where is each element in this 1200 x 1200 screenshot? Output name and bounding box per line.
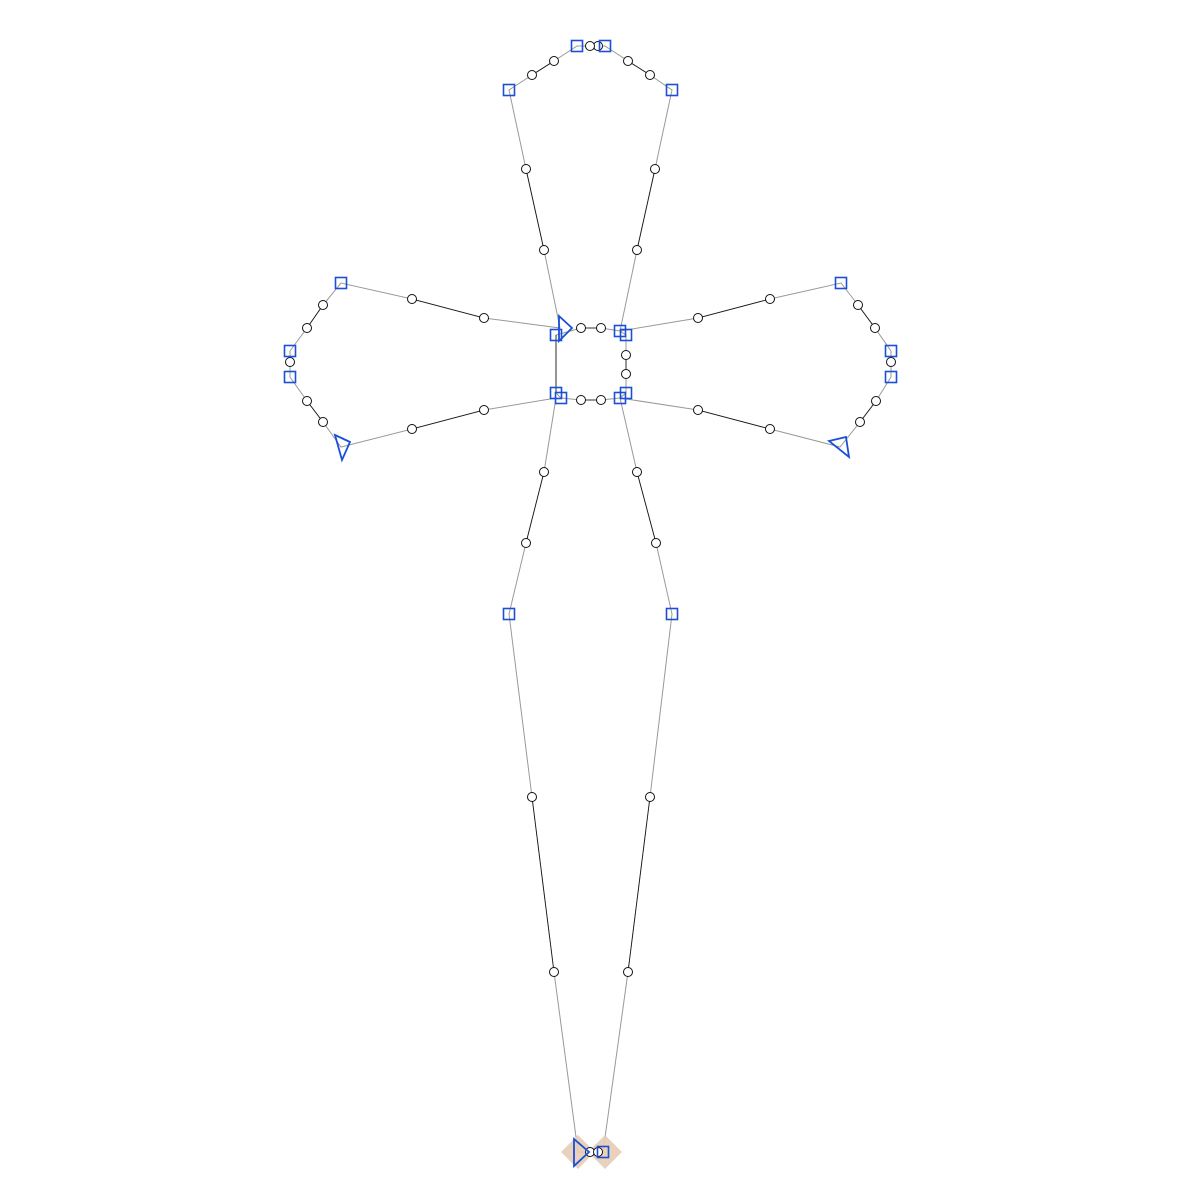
circle-handle-icon[interactable]: [521, 538, 531, 548]
circle-handle-icon[interactable]: [285, 357, 295, 367]
square-point-icon[interactable]: [619, 386, 633, 400]
handle-line: [697, 409, 771, 430]
handle-line: [411, 298, 485, 319]
handle-line: [636, 471, 657, 544]
circle-handle-icon[interactable]: [576, 323, 586, 333]
handle-lines: [306, 60, 877, 973]
square-point-icon[interactable]: [549, 328, 563, 342]
circle-handle-icon[interactable]: [302, 323, 312, 333]
triangle-start-icon[interactable]: [826, 435, 851, 460]
square-point-icon[interactable]: [834, 276, 848, 290]
circle-handle-icon[interactable]: [853, 300, 863, 310]
contour-start-markers[interactable]: [333, 313, 851, 1169]
handle-line: [697, 298, 771, 319]
circle-handle-icon[interactable]: [527, 70, 537, 80]
circle-handle-icon[interactable]: [527, 792, 537, 802]
triangle-start-icon[interactable]: [333, 433, 352, 463]
square-point-icon[interactable]: [596, 1145, 610, 1159]
circle-handle-icon[interactable]: [318, 417, 328, 427]
circle-handle-icon[interactable]: [855, 417, 865, 427]
diamond-selection-icon[interactable]: [561, 1135, 595, 1169]
circle-handle-icon[interactable]: [576, 395, 586, 405]
circle-handle-icon[interactable]: [870, 323, 880, 333]
selection-highlights: [561, 1135, 622, 1169]
diamond-selection-icon[interactable]: [588, 1135, 622, 1169]
square-point-icon[interactable]: [283, 370, 297, 384]
square-point-icon[interactable]: [665, 83, 679, 97]
circle-handle-icon[interactable]: [318, 300, 328, 310]
square-point-icon[interactable]: [619, 328, 633, 342]
outline-segments: [289, 45, 892, 1153]
circle-handle-icon[interactable]: [596, 395, 606, 405]
circle-handle-icon[interactable]: [621, 350, 631, 360]
circle-handle-icon[interactable]: [407, 294, 417, 304]
circle-handle-icon[interactable]: [693, 405, 703, 415]
square-point-icon[interactable]: [502, 83, 516, 97]
circle-handle-icon[interactable]: [765, 294, 775, 304]
square-point-icon[interactable]: [283, 344, 297, 358]
handle-line: [411, 409, 485, 430]
circle-handle-icon[interactable]: [521, 164, 531, 174]
circle-handle-icon[interactable]: [651, 538, 661, 548]
circle-handle-icon[interactable]: [549, 967, 559, 977]
square-point-icon[interactable]: [884, 344, 898, 358]
square-point-icon[interactable]: [665, 607, 679, 621]
circle-handle-icon[interactable]: [693, 313, 703, 323]
handle-line: [525, 471, 545, 544]
handle-line: [636, 168, 656, 251]
triangle-start-icon[interactable]: [558, 313, 574, 344]
handle-line: [627, 796, 651, 973]
circle-handle-icon[interactable]: [596, 323, 606, 333]
circle-handle-icon[interactable]: [407, 424, 417, 434]
circle-handle-icon[interactable]: [886, 357, 896, 367]
circle-handle-icon[interactable]: [623, 967, 633, 977]
square-point-icon[interactable]: [570, 39, 584, 53]
circle-handle-icon[interactable]: [765, 424, 775, 434]
circle-handle-icon[interactable]: [539, 467, 549, 477]
circle-handle-icon[interactable]: [645, 792, 655, 802]
handle-line: [531, 796, 555, 973]
off-curve-points[interactable]: [285, 41, 896, 1157]
outer-contour-path: [289, 45, 892, 1153]
circle-handle-icon[interactable]: [645, 70, 655, 80]
circle-handle-icon[interactable]: [302, 396, 312, 406]
circle-handle-icon[interactable]: [479, 313, 489, 323]
circle-handle-icon[interactable]: [650, 164, 660, 174]
circle-handle-icon[interactable]: [871, 396, 881, 406]
circle-handle-icon[interactable]: [621, 369, 631, 379]
handle-line: [525, 168, 545, 251]
square-point-icon[interactable]: [334, 276, 348, 290]
triangle-start-icon[interactable]: [573, 1137, 591, 1169]
square-point-icon[interactable]: [554, 391, 568, 405]
circle-handle-icon[interactable]: [623, 56, 633, 66]
circle-handle-icon[interactable]: [549, 56, 559, 66]
inner-contour-path: [555, 327, 627, 401]
circle-handle-icon[interactable]: [632, 467, 642, 477]
square-point-icon[interactable]: [884, 370, 898, 384]
square-point-icon[interactable]: [502, 607, 516, 621]
circle-handle-icon[interactable]: [632, 245, 642, 255]
circle-handle-icon[interactable]: [585, 41, 595, 51]
circle-handle-icon[interactable]: [539, 245, 549, 255]
square-point-icon[interactable]: [598, 39, 612, 53]
on-curve-points[interactable]: [283, 39, 898, 1159]
circle-handle-icon[interactable]: [479, 405, 489, 415]
